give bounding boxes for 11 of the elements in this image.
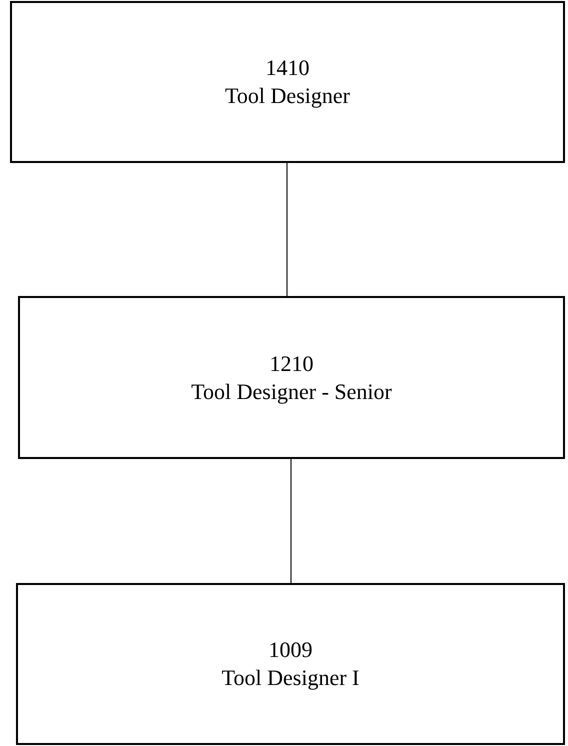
position-code: 1009: [268, 636, 312, 664]
position-box: [18, 296, 565, 459]
connector-line: [290, 458, 292, 584]
position-code: 1210: [270, 350, 314, 378]
position-code: 1410: [266, 54, 310, 82]
connector-line: [286, 162, 288, 296]
position-title: Tool Designer I: [222, 664, 360, 692]
position-title: Tool Designer - Senior: [191, 378, 392, 406]
position-box: [10, 1, 565, 163]
position-box: [16, 583, 565, 745]
position-title: Tool Designer: [225, 82, 350, 110]
